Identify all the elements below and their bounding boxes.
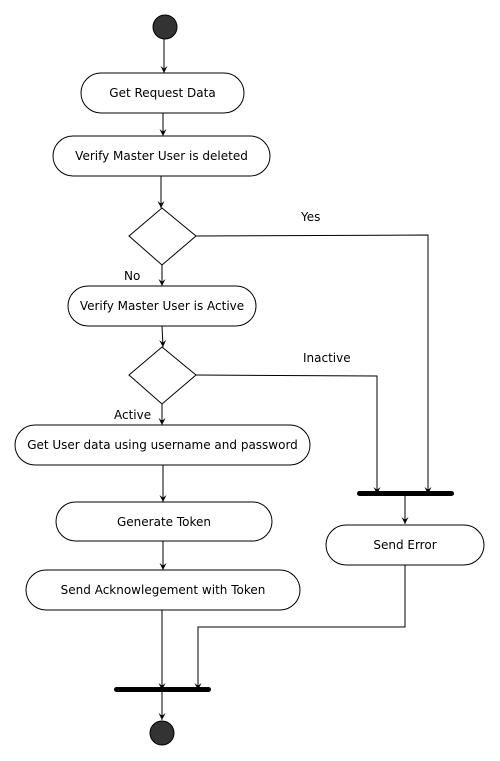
action-verify-active: Verify Master User is Active [67,285,257,327]
decision-active [128,346,197,405]
edge-decision-deleted-yes [195,234,432,494]
edge-send-error-to-end-join [194,565,406,690]
action-get-user-data: Get User data using username and passwor… [14,424,311,466]
join-bar-final [114,687,211,692]
edge-decision-active-inactive [195,374,381,494]
edges [157,39,432,720]
action-label: Send Acknowlegement with Token [61,583,266,597]
label-inactive: Inactive [303,351,351,365]
action-label: Verify Master User is Active [80,299,244,313]
action-label: Verify Master User is deleted [75,149,248,163]
action-send-error: Send Error [325,524,485,566]
action-label: Get User data using username and passwor… [27,438,298,452]
action-verify-deleted: Verify Master User is deleted [52,135,271,177]
start-node [152,14,178,40]
action-get-request-data: Get Request Data [80,72,245,114]
join-bar-errors [357,491,454,496]
action-send-ack: Send Acknowlegement with Token [25,569,301,611]
label-yes: Yes [300,210,320,224]
action-generate-token: Generate Token [55,501,273,542]
action-label: Get Request Data [109,86,215,100]
edge-verify-active-to-decision-active [159,325,167,348]
action-label: Send Error [373,538,436,552]
label-no: No [124,269,140,283]
action-label: Generate Token [117,515,211,529]
end-node [149,720,175,746]
label-active: Active [114,408,151,422]
decision-deleted [128,207,197,266]
